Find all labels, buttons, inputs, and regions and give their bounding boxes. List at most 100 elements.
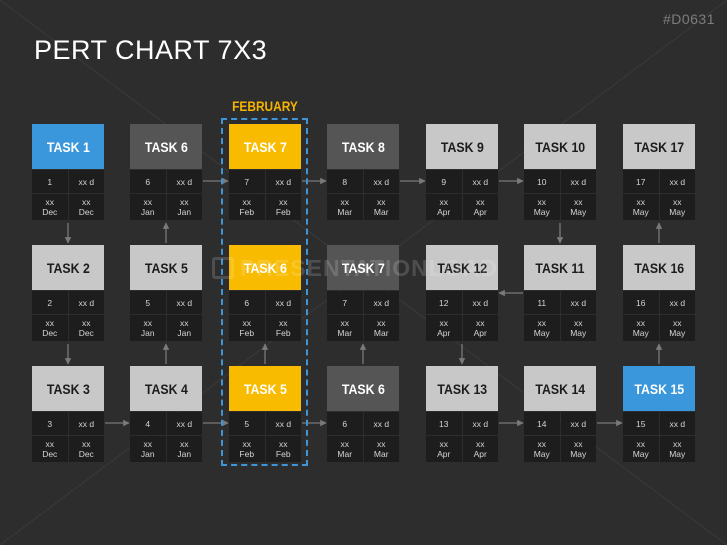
task-number: 10 [524, 170, 560, 193]
task-number: 4 [130, 412, 166, 435]
end-day: xx [180, 318, 189, 328]
start-day: xx [45, 197, 55, 207]
end-day: xx [279, 197, 288, 207]
end-day: xx [673, 197, 682, 207]
task-card-title: TASK 3 [32, 366, 104, 411]
end-month: Mar [373, 449, 389, 459]
start-month: May [533, 328, 550, 338]
start-day: xx [340, 318, 350, 328]
task-name: TASK 6 [144, 138, 188, 155]
end-month: Mar [373, 207, 389, 217]
task-duration: xx d [560, 170, 596, 193]
start-month: Feb [239, 328, 255, 338]
task-number: 6 [229, 291, 265, 314]
end-month: Mar [373, 328, 389, 338]
task-card-title: TASK 14 [524, 366, 596, 411]
slide-id-label: #D0631 [662, 11, 715, 27]
watermark-text: PRESENTATIONLOAD [240, 255, 498, 281]
end-day: xx [377, 318, 386, 328]
highlight-month-label: FEBRUARY [232, 98, 298, 114]
task-card-title: TASK 8 [327, 124, 399, 169]
task-number: 7 [229, 170, 265, 193]
start-month: Apr [437, 449, 451, 459]
start-month: May [632, 449, 649, 459]
task-name: TASK 5 [144, 259, 188, 276]
task-card-title: TASK 13 [426, 366, 498, 411]
task-number: 6 [130, 170, 166, 193]
task-card-title: TASK 9 [426, 124, 498, 169]
task-duration: xx d [560, 291, 596, 314]
task-number: 8 [327, 170, 363, 193]
start-day: xx [439, 318, 449, 328]
end-month: May [570, 328, 587, 338]
task-number: 11 [524, 291, 560, 314]
start-month: Dec [42, 449, 58, 459]
start-month: Mar [337, 449, 353, 459]
task-duration: xx d [462, 170, 498, 193]
task-duration: xx d [68, 170, 104, 193]
start-day: xx [45, 439, 55, 449]
end-day: xx [673, 439, 682, 449]
task-card-title: TASK 5 [229, 366, 301, 411]
task-card-title: TASK 7 [327, 245, 399, 290]
start-month: Feb [239, 207, 255, 217]
task-duration: xx d [68, 291, 104, 314]
end-month: Dec [78, 449, 94, 459]
task-number: 14 [524, 412, 560, 435]
start-day: xx [439, 439, 449, 449]
task-card-title: TASK 6 [327, 366, 399, 411]
task-name: TASK 3 [46, 380, 90, 397]
task-duration: xx d [560, 412, 596, 435]
end-day: xx [82, 197, 91, 207]
start-month: Feb [239, 449, 255, 459]
start-month: May [632, 207, 649, 217]
task-number: 5 [229, 412, 265, 435]
task-name: TASK 8 [341, 138, 385, 155]
end-month: Feb [275, 449, 291, 459]
